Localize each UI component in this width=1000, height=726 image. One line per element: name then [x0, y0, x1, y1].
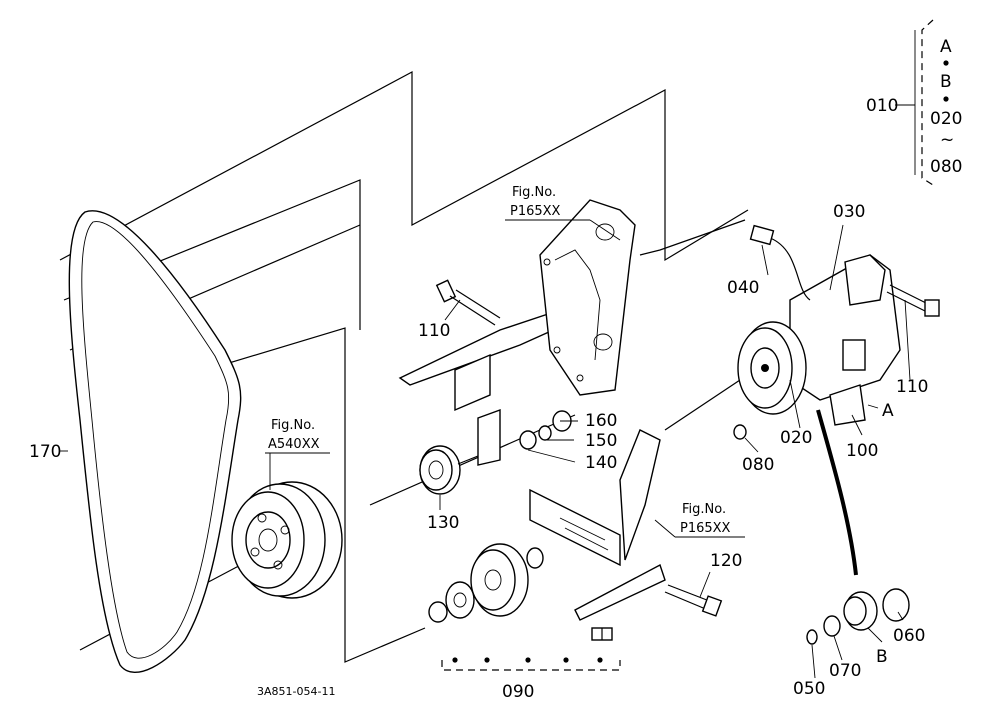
- v-belt: [68, 210, 242, 673]
- label-110-right: 110: [896, 377, 928, 397]
- legend-group: 010 A B 020 ~ 080: [866, 19, 962, 186]
- fig-ref-upper: Fig.No. P165XX: [505, 185, 621, 241]
- idler-pulley: [419, 445, 479, 495]
- fig-ref-left: Fig.No. A540XX: [265, 418, 330, 490]
- leader-lines: [60, 30, 916, 679]
- label-080: 080: [742, 455, 774, 475]
- fig-ref-left-title: Fig.No.: [271, 418, 315, 433]
- letter-a: A: [882, 401, 894, 421]
- fig-ref-right-number: P165XX: [680, 521, 731, 536]
- label-170: 170: [29, 442, 61, 462]
- group-090-markers: [441, 657, 621, 671]
- label-150: 150: [585, 431, 617, 451]
- bolt-120: [664, 584, 723, 617]
- letter-b: B: [876, 647, 888, 667]
- label-020: 020: [780, 428, 812, 448]
- label-110-left: 110: [418, 321, 450, 341]
- fig-ref-right-title: Fig.No.: [682, 502, 726, 517]
- label-140: 140: [585, 453, 617, 473]
- label-090: 090: [502, 682, 534, 702]
- legend-parent: 010: [866, 96, 898, 116]
- part-labels: 170 110 130 160 150 140 120 090 040 030 …: [29, 202, 928, 702]
- bolt-110-left: [435, 279, 501, 326]
- label-100: 100: [846, 441, 878, 461]
- tension-pulley-group: [428, 543, 613, 641]
- fig-ref-upper-title: Fig.No.: [512, 185, 556, 200]
- label-160: 160: [585, 411, 617, 431]
- detail-arrow: [816, 409, 858, 576]
- legend-member-020: 020: [930, 109, 962, 129]
- clutch-detail: [806, 588, 910, 645]
- label-130: 130: [427, 513, 459, 533]
- label-030: 030: [833, 202, 865, 222]
- fig-ref-left-number: A540XX: [268, 437, 320, 452]
- ac-compressor: [733, 224, 940, 440]
- label-040: 040: [727, 278, 759, 298]
- upper-bracket: [398, 199, 636, 466]
- fig-ref-right: Fig.No. P165XX: [654, 502, 745, 538]
- label-050: 050: [793, 679, 825, 699]
- legend-member-b: B: [940, 72, 952, 92]
- crank-pulley: [231, 481, 343, 599]
- label-060: 060: [893, 626, 925, 646]
- tension-bracket: [529, 429, 666, 621]
- legend-member-080: 080: [930, 157, 962, 177]
- washers: [519, 410, 572, 450]
- drawing-code: 3A851-054-11: [257, 685, 335, 698]
- fig-ref-upper-number: P165XX: [510, 204, 561, 219]
- label-120: 120: [710, 551, 742, 571]
- legend-member-a: A: [940, 37, 952, 57]
- legend-range-separator: ~: [940, 130, 954, 150]
- label-070: 070: [829, 661, 861, 681]
